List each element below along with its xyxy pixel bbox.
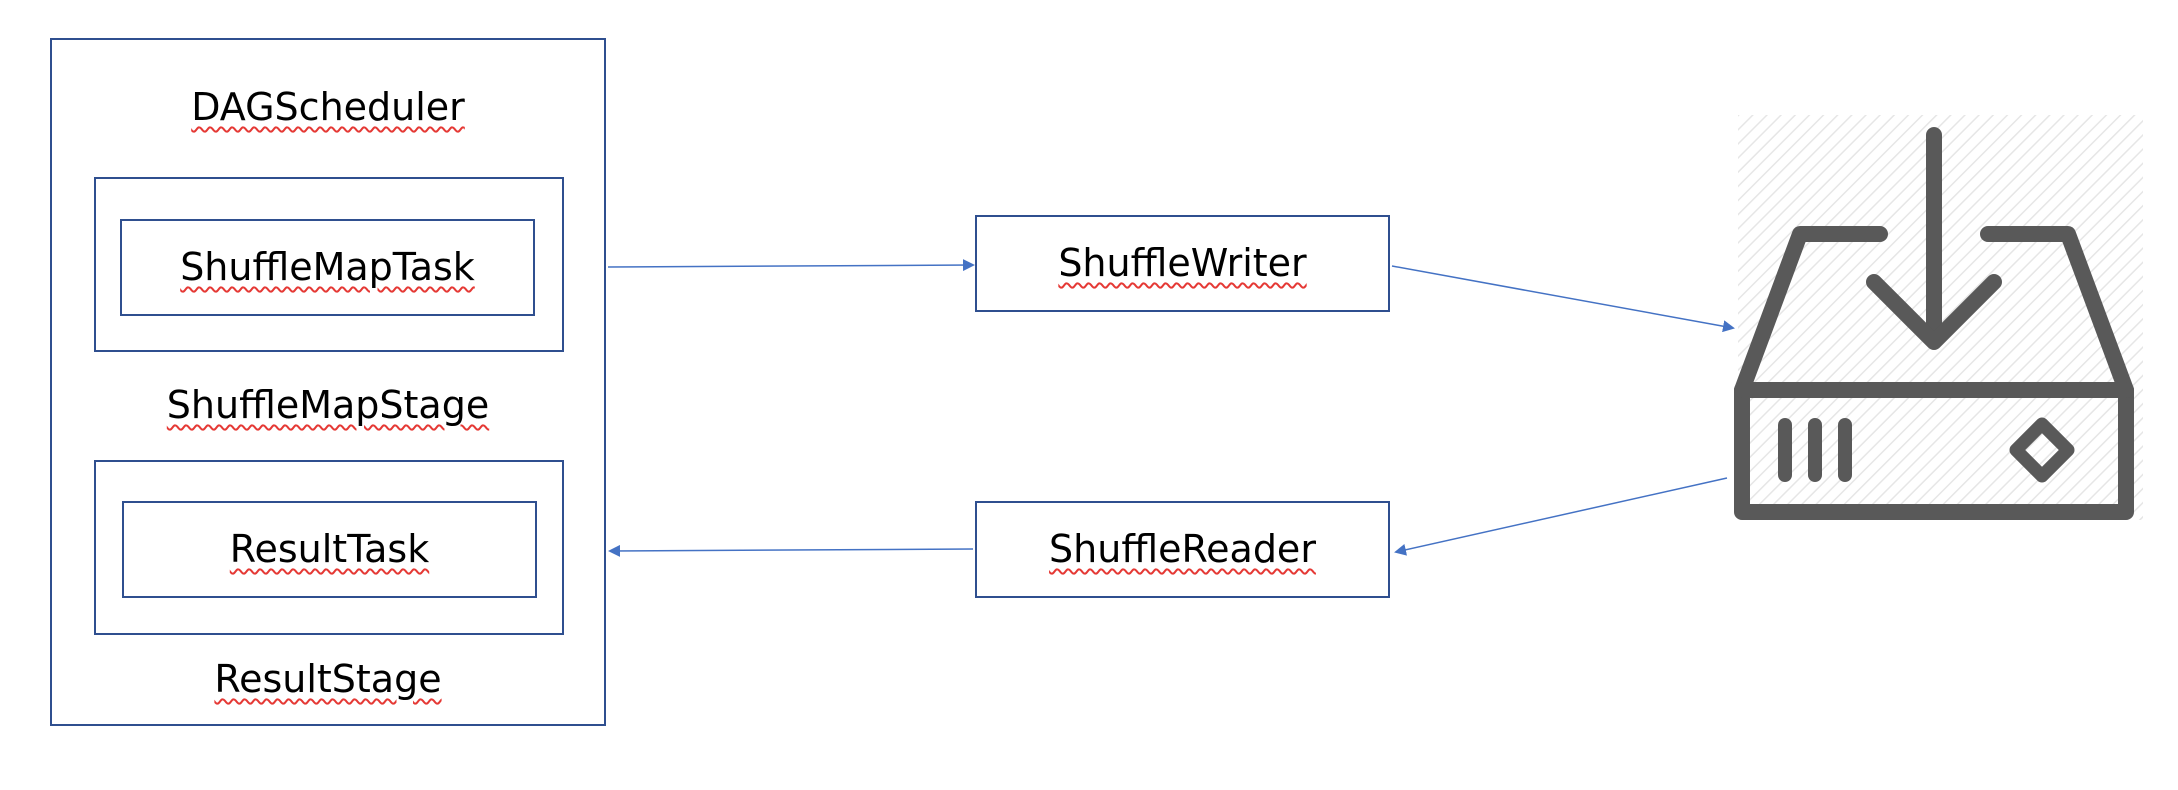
shuffle-reader-label: ShuffleReader (1049, 527, 1316, 571)
shuffle-map-stage-label: ShuffleMapStage (166, 383, 490, 427)
result-stage-label: ResultStage (214, 657, 442, 701)
result-task-label: ResultTask (229, 527, 430, 571)
shuffle-writer-box (975, 215, 1390, 312)
download-arrow-head (1866, 274, 2002, 350)
arrow-scheduler-to-writer (607, 259, 975, 272)
shuffle-writer-label: ShuffleWriter (1058, 241, 1307, 285)
arrow-reader-to-scheduler (608, 544, 974, 557)
shuffle-reader-box (975, 501, 1390, 598)
drive-diamond-indicator (2009, 417, 2075, 483)
arrow-storage-to-reader (1394, 477, 1728, 556)
tray-outline (1734, 226, 2134, 520)
result-task-box (122, 501, 537, 598)
shuffle-map-task-box (120, 219, 535, 316)
arrow-writer-to-storage (1391, 265, 1735, 333)
shuffle-map-task-label: ShuffleMapTask (180, 245, 475, 289)
dagscheduler-title: DAGScheduler (191, 85, 465, 129)
